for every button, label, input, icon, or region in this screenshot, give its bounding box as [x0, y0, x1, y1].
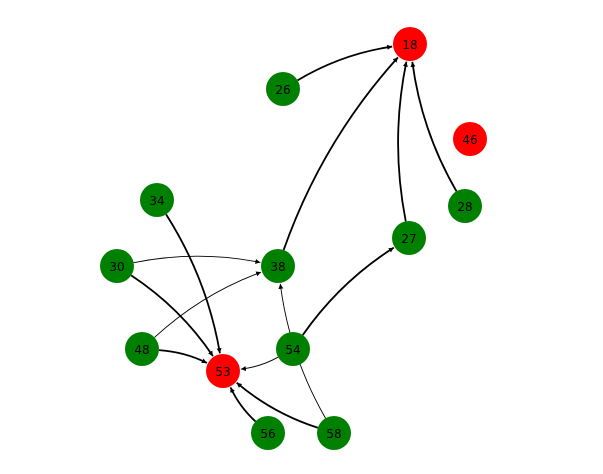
node-54-circle	[276, 332, 310, 366]
node-56[interactable]: 56	[251, 416, 285, 450]
node-26-circle	[266, 72, 300, 106]
edge-38-to-18	[282, 56, 399, 251]
edge-30-to-53	[130, 274, 214, 357]
node-53[interactable]: 53	[206, 354, 240, 388]
node-46-circle	[453, 122, 487, 156]
edge-34-to-53	[165, 213, 222, 354]
node-58[interactable]: 58	[317, 416, 351, 450]
node-48-circle	[125, 332, 159, 366]
node-34-circle	[140, 183, 174, 217]
node-54[interactable]: 54	[276, 332, 310, 366]
edge-26-to-18	[297, 44, 393, 82]
node-58-circle	[317, 416, 351, 450]
node-27[interactable]: 27	[392, 221, 426, 255]
node-46[interactable]: 46	[453, 122, 487, 156]
node-34[interactable]: 34	[140, 183, 174, 217]
node-48-label: 48	[134, 343, 149, 357]
node-53-circle	[206, 354, 240, 388]
edge-48-to-38	[154, 271, 262, 338]
node-46-label: 46	[462, 133, 477, 147]
node-56-label: 56	[260, 427, 275, 441]
node-18-circle	[393, 27, 427, 61]
edge-27-to-18	[397, 61, 408, 222]
edge-58-to-53	[236, 382, 319, 429]
node-28-label: 28	[457, 200, 472, 214]
edge-48-to-53	[158, 349, 208, 364]
node-30-label: 30	[109, 260, 124, 274]
node-18-label: 18	[402, 38, 417, 52]
edges-layer	[130, 44, 458, 429]
node-27-label: 27	[401, 232, 416, 246]
node-30[interactable]: 30	[100, 249, 134, 283]
node-26[interactable]: 26	[266, 72, 300, 106]
edge-30-to-38	[133, 255, 261, 264]
node-48[interactable]: 48	[125, 332, 159, 366]
edge-54-to-27	[302, 246, 395, 336]
node-54-label: 54	[285, 343, 300, 357]
node-53-label: 53	[215, 365, 230, 379]
node-26-label: 26	[275, 83, 290, 97]
edge-54-to-53	[240, 356, 279, 372]
node-38[interactable]: 38	[261, 249, 295, 283]
node-58-label: 58	[326, 427, 341, 441]
node-38-circle	[261, 249, 295, 283]
node-34-label: 34	[149, 194, 164, 208]
node-30-circle	[100, 249, 134, 283]
node-38-label: 38	[270, 260, 285, 274]
edge-28-to-18	[410, 61, 458, 192]
node-27-circle	[392, 221, 426, 255]
node-56-circle	[251, 416, 285, 450]
node-18[interactable]: 18	[393, 27, 427, 61]
edge-56-to-53	[229, 386, 257, 423]
node-28-circle	[448, 189, 482, 223]
nodes-layer: 18 26 46 28 34 27 30 38 48 54 53 56 58	[100, 27, 487, 450]
node-28[interactable]: 28	[448, 189, 482, 223]
